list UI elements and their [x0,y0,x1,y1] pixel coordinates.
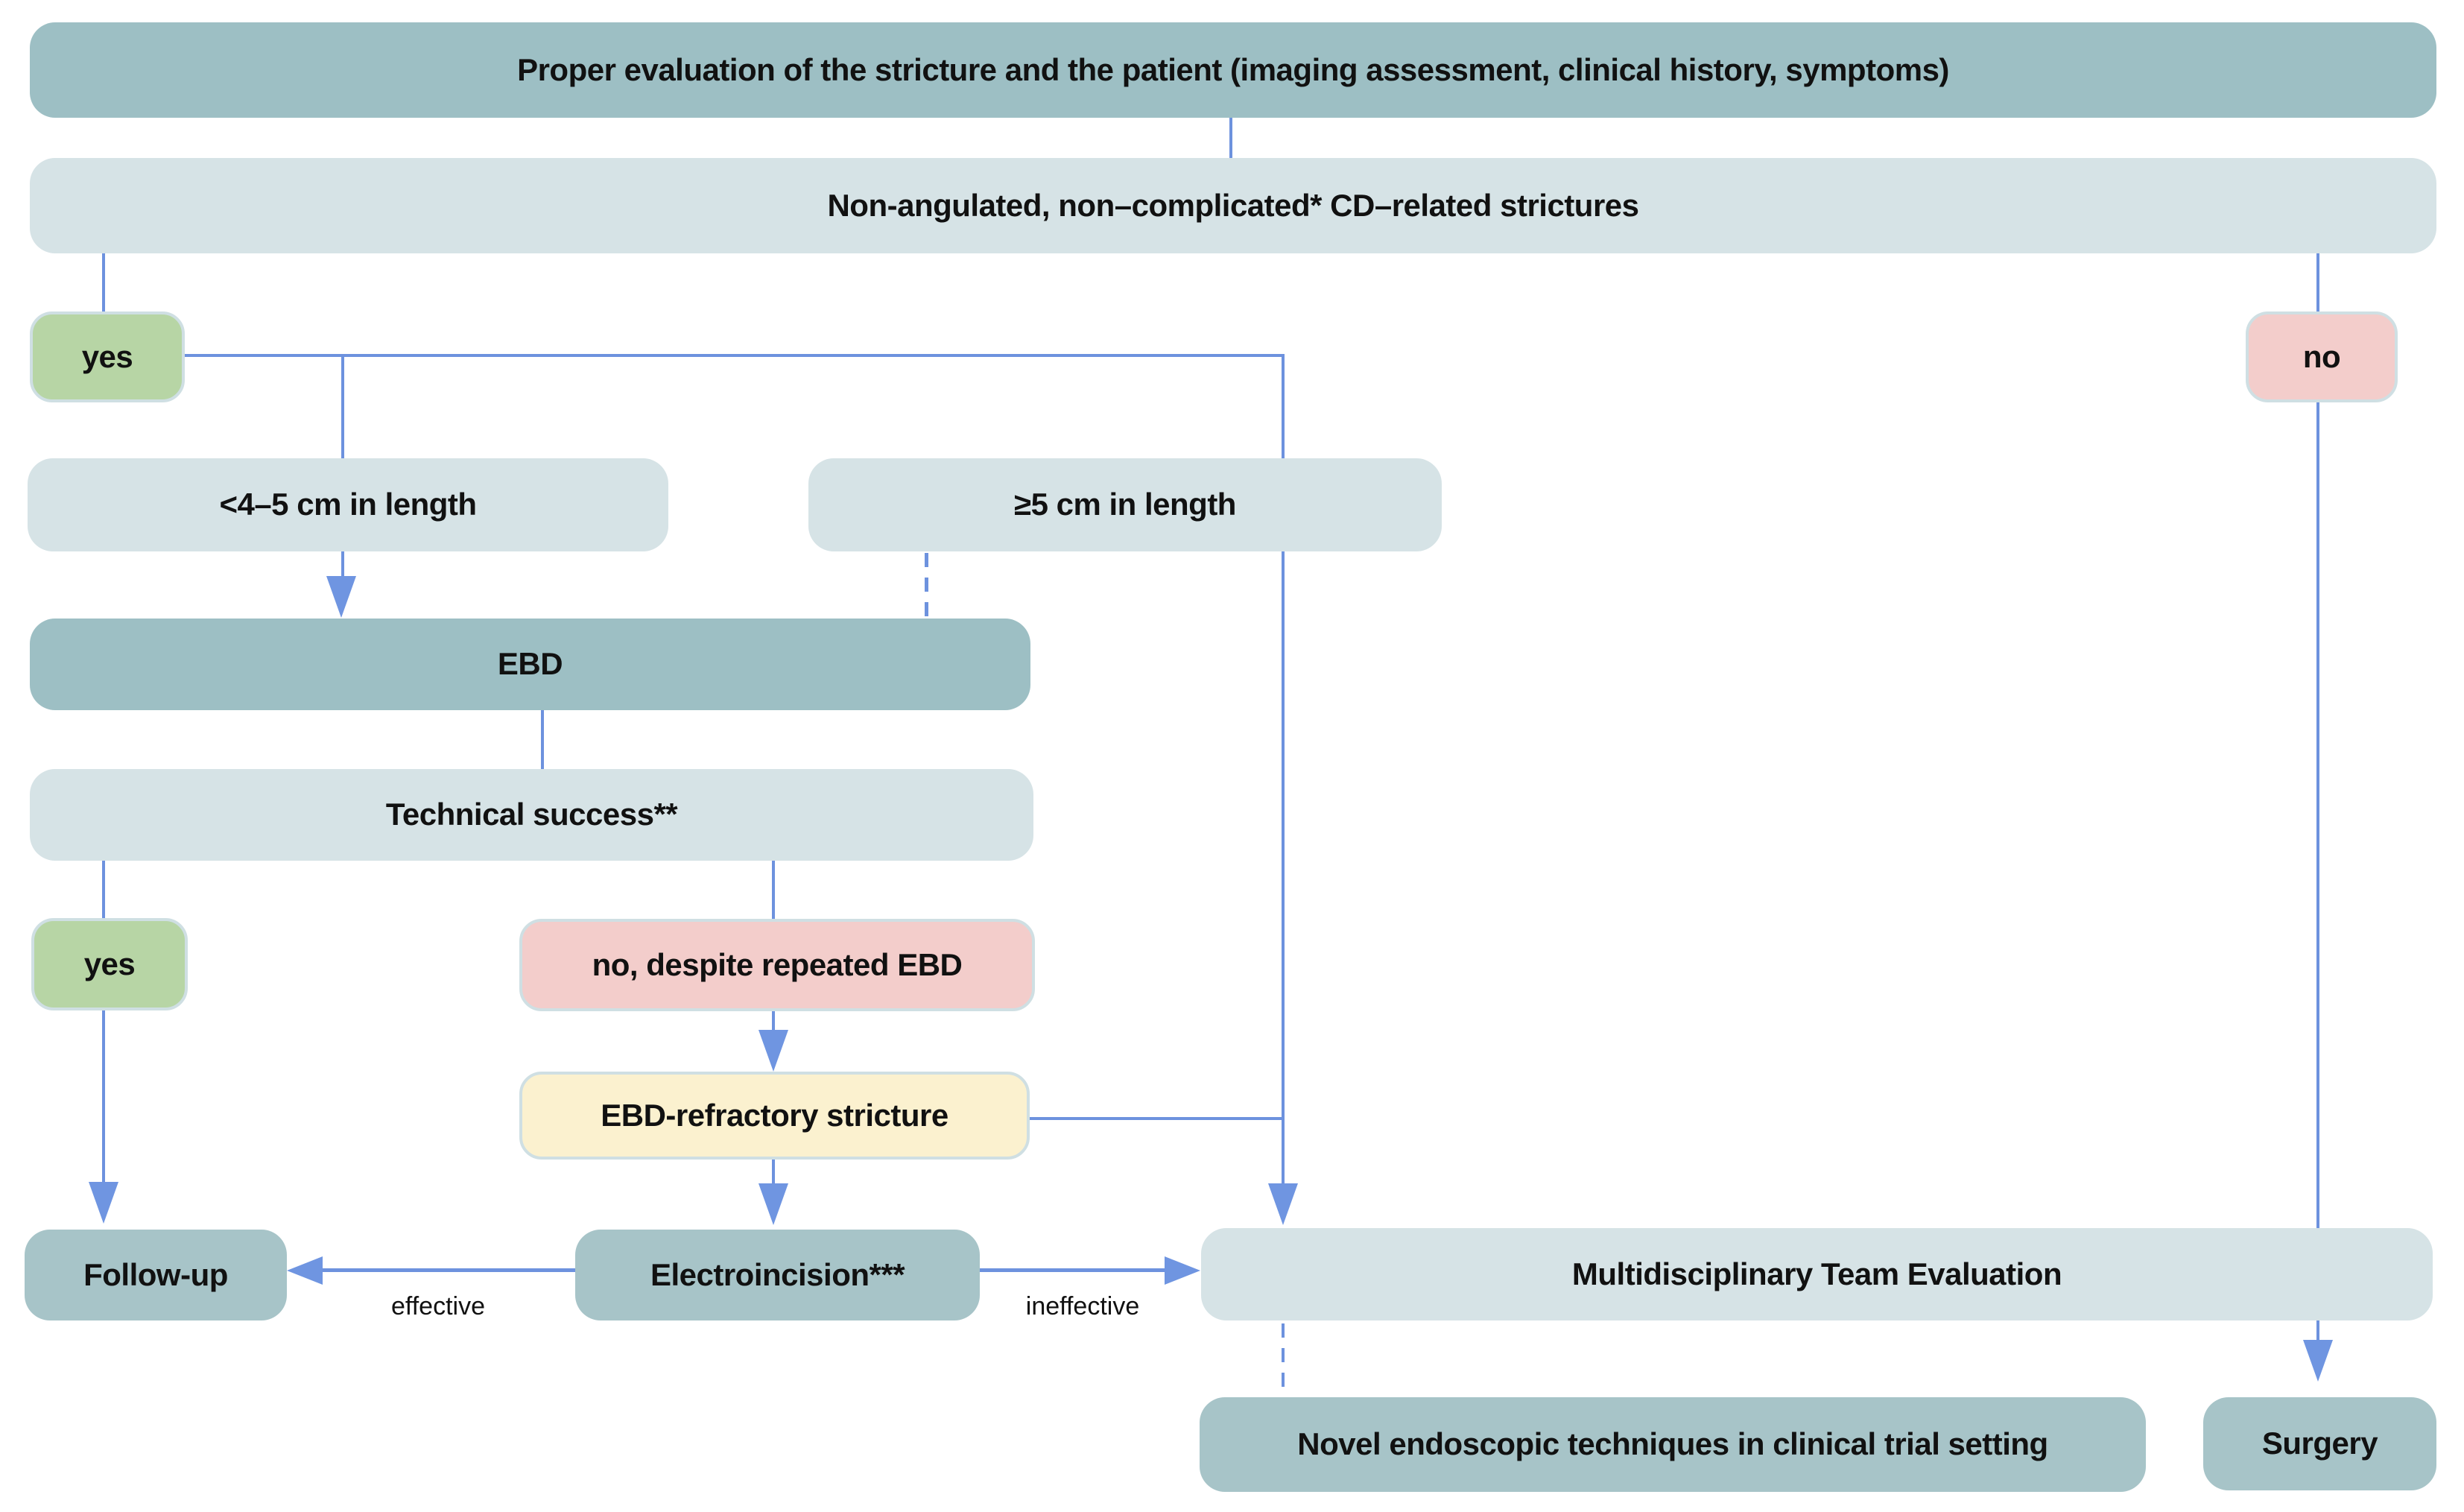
edge-refractory-to-mdt [1030,1117,1283,1120]
edge-dashed-long-stricture-to-ebd [925,553,928,617]
edge-short-stricture-to-ebd [341,551,344,578]
arrowhead-down-refractory-icon [758,1030,788,1072]
edge-label-ineffective: ineffective [1025,1292,1140,1320]
node-no-despite-repeated-ebd: no, despite repeated EBD [519,919,1035,1011]
edge-refractory-to-electroincision [772,1160,775,1185]
arrowhead-right-mdt-icon [1165,1256,1200,1285]
edge-dashed-mdt-to-novel [1282,1323,1285,1395]
node-cd-related-strictures: Non-angulated, non–complicated* CD–relat… [30,158,2436,253]
node-long-stricture: ≥5 cm in length [808,458,1442,551]
node-ebd: EBD [30,619,1030,710]
node-technical-success: Technical success** [30,769,1033,861]
node-mdt-evaluation-label: Multidisciplinary Team Evaluation [1571,1256,2062,1291]
edge-no-to-surgery [2316,402,2319,1343]
node-technical-success-label: Technical success** [385,797,678,832]
node-electroincision-label: Electroincision*** [650,1256,905,1292]
arrowhead-down-follow-up-icon [89,1182,118,1224]
node-short-stricture: <4–5 cm in length [28,458,668,551]
node-yes-branch-label: yes [81,338,133,374]
edge-evaluation-to-strictures [1229,118,1232,158]
node-short-stricture-label: <4–5 cm in length [219,487,477,522]
node-proper-evaluation-label: Proper evaluation of the stricture and t… [517,51,1949,87]
node-no-despite-repeated-ebd-label: no, despite repeated EBD [592,946,963,982]
edge-ebd-to-technical-success [541,710,544,769]
edge-strictures-to-no [2316,253,2319,311]
node-novel-techniques: Novel endoscopic techniques in clinical … [1200,1397,2146,1492]
node-electroincision: Electroincision*** [575,1230,980,1320]
node-ebd-refractory-stricture-label: EBD-refractory stricture [601,1097,948,1133]
edge-technical-success-to-yes [102,861,105,918]
edge-label-effective: effective [390,1292,485,1320]
node-no-branch-label: no [2302,338,2341,374]
node-ebd-label: EBD [497,646,563,682]
node-surgery: Surgery [2203,1397,2436,1490]
node-long-stricture-label: ≥5 cm in length [1014,487,1236,522]
edge-strictures-to-yes [102,253,105,311]
arrowhead-down-ebd-icon [326,576,356,618]
edge-no-to-refractory [772,1011,775,1032]
edge-yes-to-follow-up [102,1010,105,1183]
arrowhead-down-electroincision-icon [758,1183,788,1225]
edge-to-short-stricture [341,355,344,458]
node-ebd-refractory-stricture: EBD-refractory stricture [519,1072,1030,1160]
arrowhead-left-follow-up-icon [287,1256,323,1285]
node-yes-success: yes [31,918,188,1010]
node-yes-branch: yes [30,311,185,402]
node-follow-up: Follow-up [25,1230,287,1320]
edge-yes-branch-horizontal [185,354,1285,357]
edge-electroincision-to-follow-up [322,1268,575,1272]
arrowhead-down-surgery-icon [2303,1340,2333,1382]
arrowhead-down-mdt-icon [1268,1183,1298,1225]
node-no-branch: no [2246,311,2398,402]
node-novel-techniques-label: Novel endoscopic techniques in clinical … [1297,1426,2048,1462]
node-surgery-label: Surgery [2261,1426,2378,1461]
edge-electroincision-to-mdt [980,1268,1168,1272]
edge-technical-success-to-no [772,861,775,919]
node-yes-success-label: yes [83,946,136,981]
edge-long-stricture-to-mdt [1282,551,1285,1185]
node-mdt-evaluation: Multidisciplinary Team Evaluation [1201,1228,2433,1320]
node-cd-related-strictures-label: Non-angulated, non–complicated* CD–relat… [827,187,1639,223]
node-follow-up-label: Follow-up [83,1256,228,1292]
node-proper-evaluation: Proper evaluation of the stricture and t… [30,22,2436,118]
edge-to-long-stricture [1282,355,1285,458]
